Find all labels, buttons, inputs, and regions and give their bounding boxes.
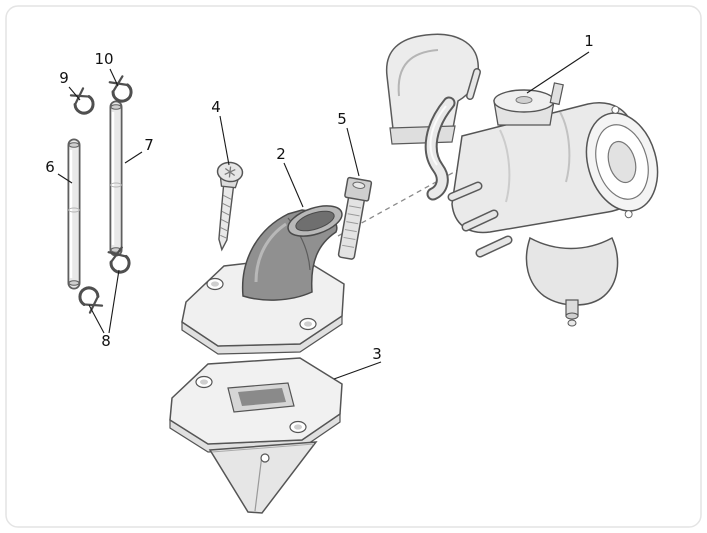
callout-8: 8 [101, 332, 111, 350]
leader-3 [333, 361, 382, 380]
leader-8b [108, 269, 120, 334]
callout-3: 3 [372, 345, 382, 363]
leader-8a [88, 304, 105, 334]
callout-4: 4 [211, 98, 221, 116]
part-7-breather-hose [109, 100, 123, 257]
leader-6 [57, 173, 73, 184]
part-10-spring-clip [106, 74, 136, 106]
part-3-reed-valve-unit [169, 357, 343, 514]
part-5-hose-clamp [337, 176, 373, 260]
part-2-intake-manifold [181, 205, 345, 355]
leader-5 [346, 127, 360, 177]
callout-labels: 1 2 3 4 5 6 7 8 9 10 [45, 32, 594, 363]
carburettor-nozzles [447, 181, 513, 258]
page-border [5, 5, 702, 528]
callout-6: 6 [45, 158, 55, 176]
leader-4 [219, 115, 230, 166]
callout-2: 2 [276, 145, 286, 163]
leader-9 [68, 86, 81, 101]
part-1-carburettor [385, 33, 659, 327]
callout-5: 5 [337, 110, 347, 128]
part-8-spring-clips [75, 245, 134, 316]
leader-1 [526, 51, 590, 94]
callout-1: 1 [584, 32, 594, 50]
part-6-fuel-hose [67, 138, 81, 290]
leader-10 [109, 68, 119, 87]
leader-7 [124, 151, 143, 164]
callout-7: 7 [144, 136, 154, 154]
part-4-screw [216, 161, 244, 252]
leader-2 [283, 162, 304, 208]
callout-10: 10 [94, 50, 113, 68]
leader-lines [57, 51, 590, 380]
callout-9: 9 [59, 69, 69, 87]
